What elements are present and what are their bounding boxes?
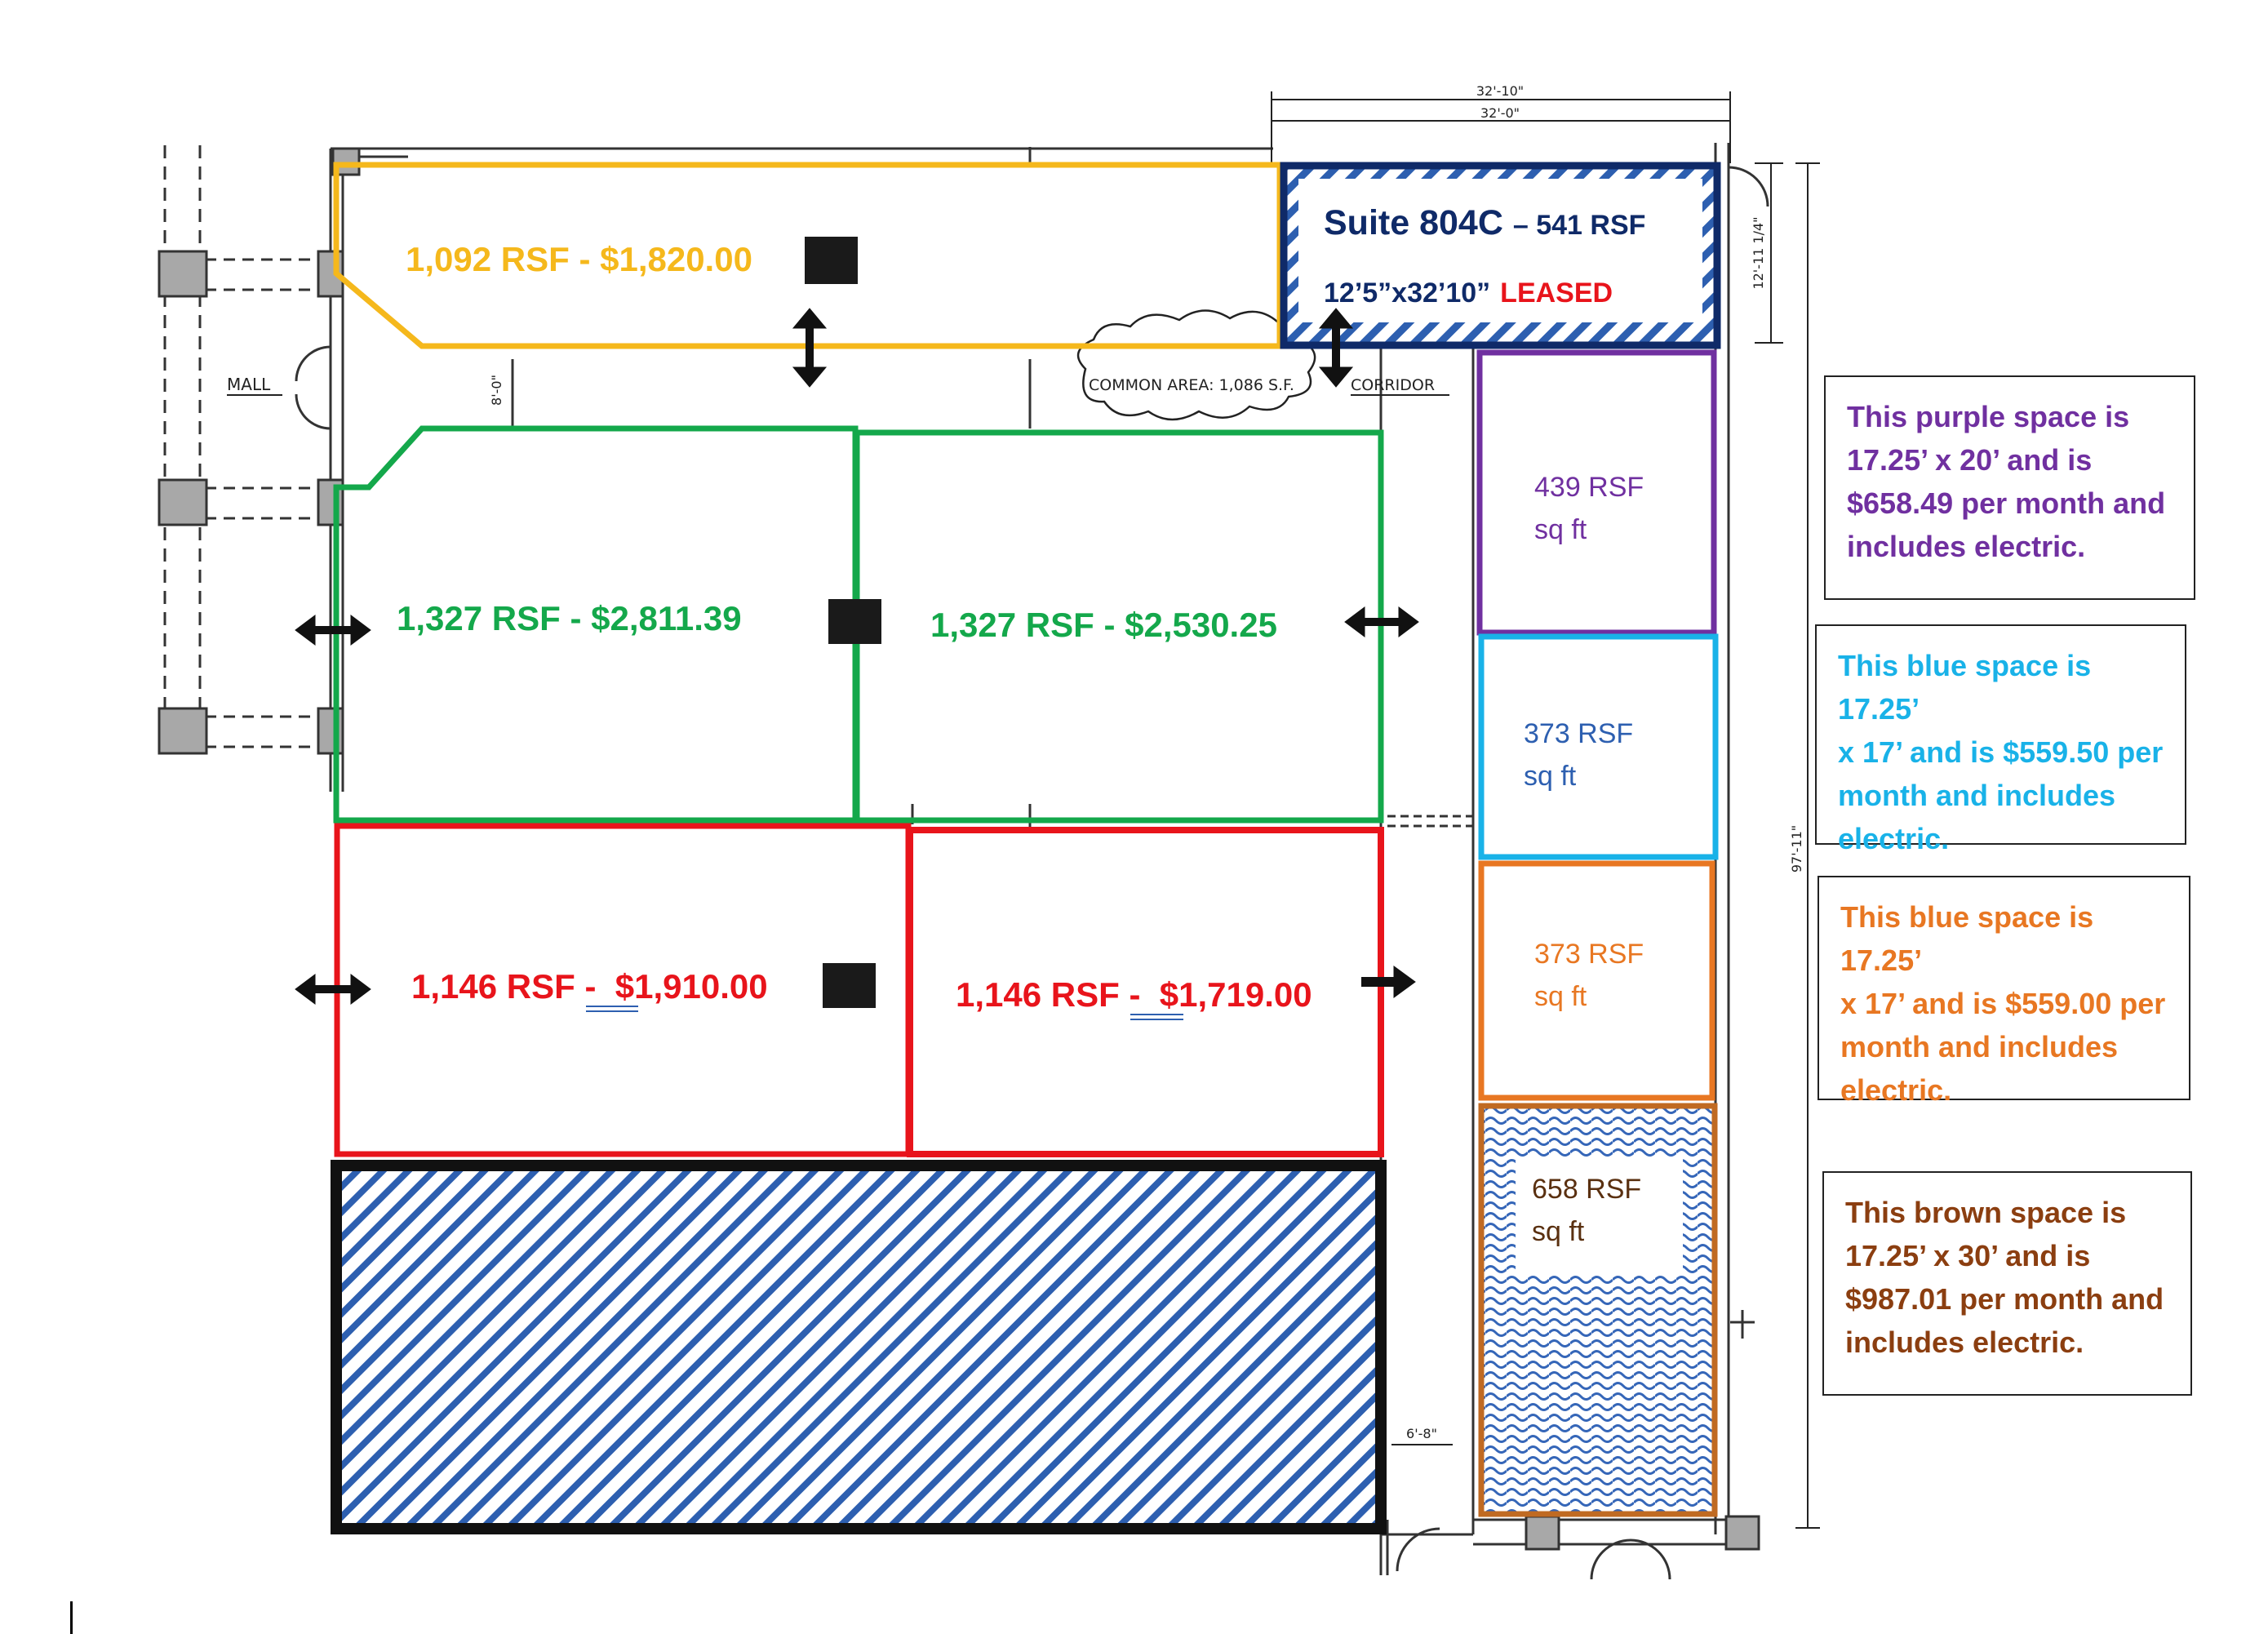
suite-804c-inner bbox=[1298, 179, 1702, 322]
common-area-label: COMMON AREA: 1,086 S.F. bbox=[1089, 376, 1294, 394]
mall-piers bbox=[158, 147, 1760, 1551]
note-orange-line-3: month and includes bbox=[1840, 1030, 2119, 1063]
bottom-dim: 6'-8" bbox=[1406, 1426, 1437, 1441]
top-dim-1: 32'-10" bbox=[1476, 83, 1524, 99]
right-overall-dim: 97'-11" bbox=[1789, 825, 1804, 873]
suite-804c-subtitle: 12’5”x32’10” LEASED bbox=[1324, 278, 1613, 309]
purple-space-outline bbox=[1476, 349, 1717, 636]
note-purple-line-1: This purple space is bbox=[1847, 400, 2130, 433]
note-orange-line-1: This blue space is 17.25’ bbox=[1840, 900, 2094, 977]
dimension-text: 32'-10" 32'-0" 12'-11 1/4" 97'-11" 8'-0"… bbox=[489, 83, 1804, 1441]
suite-804c-title: Suite 804C – 541 RSF bbox=[1324, 203, 1645, 242]
orange-space-rsf: 373 RSF bbox=[1534, 939, 1644, 970]
arrow-red-right bbox=[1361, 966, 1416, 998]
yellow-space-outline bbox=[333, 162, 1283, 349]
note-orange-line-2: x 17’ and is $559.00 per bbox=[1840, 987, 2166, 1020]
yellow-space-label: 1,092 RSF - $1,820.00 bbox=[406, 240, 752, 278]
suite-804c-name: Suite 804C bbox=[1324, 203, 1503, 242]
dimension-lines bbox=[1271, 91, 1820, 1529]
red-left-value: $1,910.00 bbox=[615, 967, 768, 1006]
green-space-left-label: 1,327 RSF - $2,811.39 bbox=[397, 599, 742, 637]
vertical-dim: 8'-0" bbox=[489, 375, 504, 406]
blue-space-outline bbox=[1478, 633, 1719, 860]
note-blue-line-1: This blue space is 17.25’ bbox=[1838, 649, 2092, 726]
suite-804c-leased: LEASED bbox=[1500, 278, 1613, 309]
red-marker-square bbox=[823, 963, 876, 1008]
orange-space-outline bbox=[1478, 860, 1715, 1101]
note-brown-line-4: includes electric. bbox=[1845, 1325, 2084, 1359]
green-space-right-label: 1,327 RSF - $2,530.25 bbox=[930, 606, 1277, 644]
red-right-value: $1,719.00 bbox=[1160, 975, 1312, 1014]
top-dim-2: 32'-0" bbox=[1480, 105, 1520, 121]
note-blue-line-3: month and includes bbox=[1838, 779, 2116, 812]
suite-804c-dims: 12’5”x32’10” bbox=[1324, 278, 1490, 309]
note-purple-line-3: $658.49 per month and bbox=[1847, 486, 2166, 520]
blue-space-rsf: 373 RSF bbox=[1524, 718, 1633, 749]
common-area-cloud bbox=[1076, 309, 1316, 421]
green-space-left-outline bbox=[333, 425, 859, 824]
arrow-green-right bbox=[1344, 606, 1419, 637]
arrow-vertical-corridor bbox=[1318, 308, 1354, 388]
note-orange-line-4: electric. bbox=[1840, 1073, 1952, 1107]
corridor-label: CORRIDOR bbox=[1351, 376, 1435, 394]
note-orange: This blue space is 17.25’ x 17’ and is $… bbox=[1818, 876, 2190, 1107]
note-purple: This purple space is 17.25’ x 20’ and is… bbox=[1824, 375, 2195, 600]
red-left-prefix: 1,146 RSF - bbox=[411, 967, 615, 1006]
arrow-vertical-yellow bbox=[792, 308, 828, 388]
red-space-left-label: 1,146 RSF - $1,910.00 bbox=[411, 967, 768, 1006]
red-space-right-outline bbox=[907, 827, 1384, 1157]
red-space-right-label: 1,146 RSF - $1,719.00 bbox=[956, 975, 1312, 1014]
note-purple-line-2: 17.25’ x 20’ and is bbox=[1847, 443, 2093, 477]
note-brown: This brown space is 17.25’ x 30’ and is … bbox=[1822, 1171, 2192, 1396]
brown-space-rsf: 658 RSF bbox=[1532, 1174, 1641, 1205]
orange-space-unit: sq ft bbox=[1534, 981, 1587, 1012]
note-blue: This blue space is 17.25’ x 17’ and is $… bbox=[1815, 624, 2186, 855]
red-right-prefix: 1,146 RSF - bbox=[956, 975, 1160, 1014]
hatched-space-bottom bbox=[331, 1160, 1387, 1534]
green-marker-square bbox=[828, 599, 881, 644]
note-blue-line-4: electric. bbox=[1838, 822, 1950, 855]
note-brown-line-2: 17.25’ x 30’ and is bbox=[1845, 1239, 2091, 1272]
purple-space-unit: sq ft bbox=[1534, 514, 1587, 545]
note-purple-line-4: includes electric. bbox=[1847, 530, 2086, 563]
suite-804c-rsf: – 541 RSF bbox=[1513, 210, 1646, 241]
yellow-marker-square bbox=[805, 237, 858, 284]
brown-space-unit: sq ft bbox=[1532, 1216, 1585, 1247]
plan-labels: MALL COMMON AREA: 1,086 S.F. CORRIDOR bbox=[227, 309, 1449, 421]
mall-label: MALL bbox=[227, 375, 271, 394]
note-brown-line-1: This brown space is bbox=[1845, 1196, 2127, 1229]
arrow-green-left bbox=[295, 615, 371, 646]
note-blue-line-2: x 17’ and is $559.50 per bbox=[1838, 735, 2164, 769]
brown-space-label-bg bbox=[1516, 1159, 1683, 1273]
blue-space-unit: sq ft bbox=[1524, 761, 1577, 792]
purple-space-rsf: 439 RSF bbox=[1534, 472, 1644, 503]
access-arrows bbox=[295, 308, 1419, 1005]
suite-side-dim: 12'-11 1/4" bbox=[1751, 216, 1766, 289]
arrow-red-left bbox=[295, 974, 371, 1005]
text-cursor bbox=[70, 1601, 73, 1634]
note-brown-line-3: $987.01 per month and bbox=[1845, 1282, 2164, 1316]
